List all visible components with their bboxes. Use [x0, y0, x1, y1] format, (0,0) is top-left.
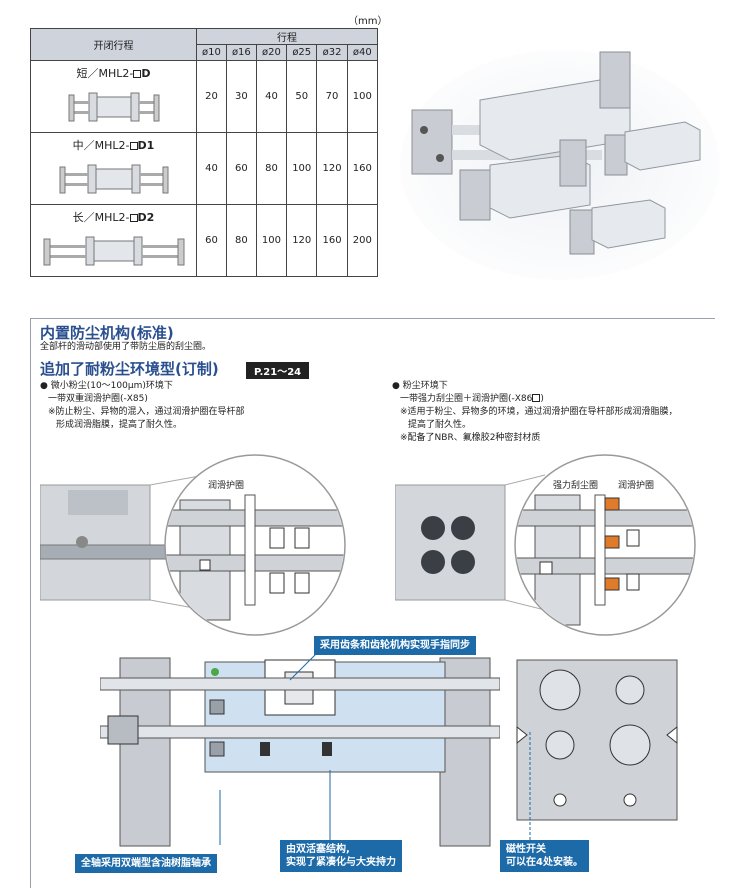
- stroke-table: 开闭行程 行程 ø10 ø16 ø20 ø25 ø32 ø40 短／MHL2-D: [30, 28, 379, 277]
- row-title: 短／MHL2-D: [76, 67, 151, 80]
- medium-gripper-photo: [459, 139, 591, 221]
- end-view-drawing: [516, 659, 678, 821]
- gripper-long-image: [43, 236, 184, 266]
- unit-label: （mm）: [348, 16, 388, 27]
- stroke-value: 120: [286, 204, 318, 277]
- gripper-short-image: [68, 92, 159, 122]
- dust-desc: 全部杆的滑动部使用了带防尘唇的刮尘圈。: [40, 342, 212, 352]
- stroke-value: 100: [286, 132, 318, 205]
- piston-callout: 由双活塞结构, 实现了紧凑化与大夹持力: [280, 840, 402, 872]
- stroke-value: 60: [196, 204, 227, 277]
- table-row: 中／MHL2-D1 40 60 80 100 120 160: [30, 132, 379, 205]
- left-option-text: ● 微小粉尘(10～100μm)环境下 一带双重润滑护圈(-X85) ※防止粉尘…: [40, 381, 245, 430]
- bore-header: ø40: [346, 44, 379, 61]
- lube-ring-label-left: 润滑护圈: [208, 481, 245, 491]
- right-option-text: ● 粉尘环境下 一带强力刮尘圈＋润滑护圈(-X86) ※适用于粉尘、异物多的环境…: [392, 381, 678, 443]
- stroke-value: 80: [225, 204, 257, 277]
- header-type: 开闭行程: [30, 28, 197, 61]
- sync-callout: 采用齿条和齿轮机构实现手指同步: [314, 636, 476, 655]
- header-stroke: 行程: [196, 28, 378, 45]
- lube-ring-label-right: 润滑护圈: [618, 481, 655, 491]
- left-seal-illustration: [40, 454, 346, 636]
- bore-header: ø32: [316, 44, 348, 61]
- stroke-value: 80: [255, 132, 288, 205]
- switch-callout: 磁性开关 可以在4处安装。: [500, 840, 589, 872]
- cross-section-drawing: [100, 657, 500, 847]
- large-gripper-photo: [411, 51, 631, 175]
- stroke-value: 200: [346, 204, 379, 277]
- row-type-cell: 中／MHL2-D1: [30, 132, 197, 205]
- dust-title: 内置防尘机构(标准): [40, 324, 174, 342]
- row-type-cell: 长／MHL2-D2: [30, 204, 197, 277]
- product-photo: [400, 50, 720, 280]
- bearing-callout: 全轴采用双端型含油树脂轴承: [75, 854, 217, 873]
- stroke-value: 60: [225, 132, 257, 205]
- option-title: 追加了耐粉尘环境型(订制): [40, 360, 219, 378]
- bore-header: ø20: [255, 44, 288, 61]
- small-gripper-photo: [569, 121, 701, 255]
- stroke-value: 40: [196, 132, 227, 205]
- bore-header: ø10: [196, 44, 227, 61]
- scraper-label: 强力刮尘圈: [553, 481, 599, 491]
- page-ref-tag[interactable]: P.21～24: [246, 362, 310, 379]
- right-seal-illustration: [395, 454, 696, 636]
- gripper-medium-image: [59, 164, 168, 194]
- row-title: 中／MHL2-D1: [72, 139, 155, 152]
- stroke-value: 20: [196, 60, 227, 133]
- table-row: 长／MHL2-D2 60 80 100 120 160 200: [30, 204, 379, 277]
- stroke-value: 160: [346, 132, 379, 205]
- row-title: 长／MHL2-D2: [72, 211, 155, 224]
